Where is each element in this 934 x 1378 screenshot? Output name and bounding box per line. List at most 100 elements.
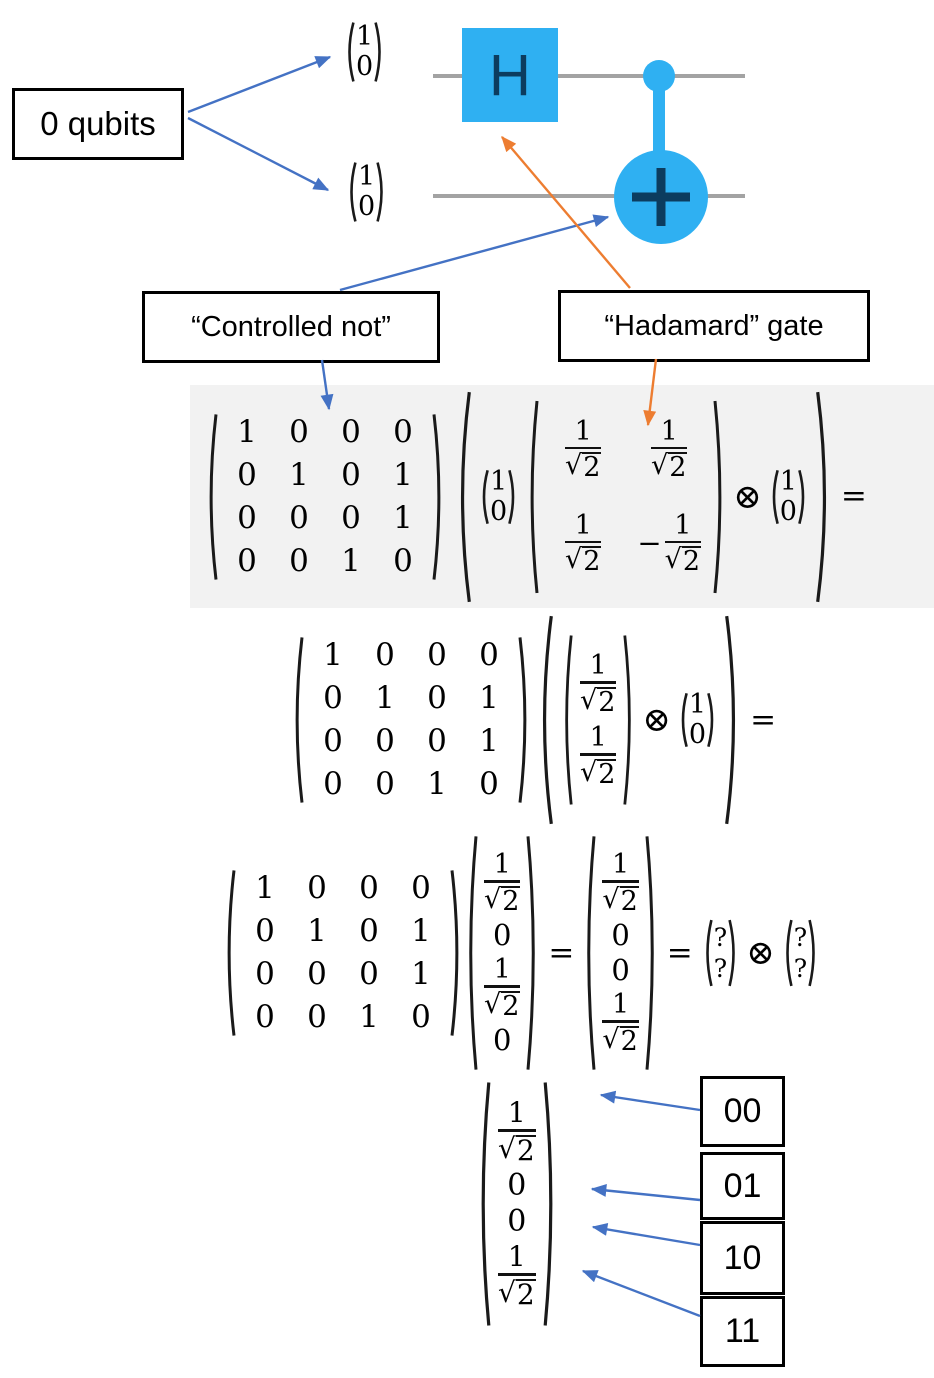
matrix-cell: 0	[307, 870, 327, 906]
vector-entry: 0	[358, 191, 376, 222]
ket0-vector: 1 0	[677, 690, 718, 749]
right-paren	[727, 918, 740, 988]
left-paren	[781, 918, 794, 988]
intermediate-state-vector: 1√2 0 1√2 0	[464, 834, 540, 1072]
matrix-cell: 0	[411, 870, 431, 906]
matrix-cell-fraction: −1√2	[637, 509, 702, 578]
qubit1-ket-vector: 1 0	[343, 20, 386, 84]
vector-entry-fraction: 1√2	[484, 849, 521, 917]
matrix-cell: 0	[359, 913, 379, 949]
vector-entry: 0	[779, 495, 797, 527]
cnot-target-circle	[614, 150, 708, 244]
matrix-cell-fraction: 1√2	[564, 509, 602, 578]
matrix-cell: 1	[479, 723, 499, 759]
vector-entry-fraction: 1√2	[498, 1096, 536, 1167]
matrix-cell: 0	[237, 499, 257, 536]
right-paren	[807, 918, 820, 988]
big-right-paren	[724, 614, 742, 826]
basis-box-01: 01	[700, 1152, 785, 1220]
matrix-cell: 0	[359, 870, 379, 906]
tensor-product-symbol: ⊗	[642, 700, 671, 740]
right-paren	[375, 160, 388, 224]
arrow-11-to-entry4	[581, 1269, 701, 1318]
vector-entry: ?	[713, 922, 728, 952]
arrow-00-to-entry1	[599, 1090, 701, 1112]
hadamard-gate-letter: H	[489, 42, 531, 108]
matrix-cell: 0	[323, 680, 343, 716]
basis-label: 10	[723, 1238, 762, 1277]
basis-box-11: 11	[700, 1296, 785, 1367]
equals-sign: =	[750, 701, 777, 738]
matrix-cell: 0	[393, 413, 413, 450]
ket0-vector: 1 0	[478, 467, 519, 526]
hadamard-result-vector: 1√2 1√2	[560, 632, 636, 808]
vector-entry: 1	[356, 21, 374, 53]
right-paren	[517, 634, 532, 806]
basis-box-10: 10	[700, 1221, 785, 1295]
final-state-vector: 1√2 0 0 1√2	[476, 1078, 558, 1330]
matrix-cell: 0	[289, 542, 309, 579]
left-paren	[525, 397, 540, 597]
basis-label: 11	[724, 1312, 761, 1350]
matrix-cell: 0	[323, 723, 343, 759]
arrow-01-to-entry2	[590, 1183, 701, 1202]
left-paren	[768, 468, 780, 526]
left-paren	[290, 634, 305, 806]
left-paren	[343, 20, 356, 84]
qubit2-ket-vector: 1 0	[345, 160, 388, 224]
matrix-cell: 1	[411, 956, 431, 992]
vector-entry: 0	[507, 1168, 527, 1203]
matrix-cell: 0	[307, 999, 327, 1035]
vector-entry-fraction: 1√2	[602, 989, 639, 1057]
ket0-vector: 1 0	[768, 467, 809, 526]
matrix-cell: 0	[255, 999, 275, 1035]
left-paren	[478, 468, 490, 526]
equals-sign: =	[840, 478, 867, 514]
matrix-cell: 0	[427, 723, 447, 759]
left-paren	[222, 867, 237, 1039]
left-paren	[476, 1080, 492, 1328]
hadamard-label: “Hadamard” gate	[604, 309, 824, 342]
vector-entry: ?	[793, 922, 808, 952]
vector-entry: 1	[490, 465, 508, 497]
tensor-product-symbol: ⊗	[746, 933, 775, 973]
vector-entry: 0	[492, 1022, 512, 1057]
arrow-qubits-to-ket2	[187, 116, 330, 192]
vector-entry-fraction: 1√2	[498, 1240, 536, 1311]
cnot-plus-icon	[656, 168, 666, 226]
matrix-cell: 1	[237, 413, 257, 450]
vector-entry: 0	[490, 495, 508, 527]
vector-entry: ?	[793, 954, 808, 983]
matrix-cell: 0	[427, 680, 447, 716]
vector-entry-fraction: 1√2	[580, 650, 617, 718]
arrow-qubits-to-ket1	[187, 55, 332, 114]
right-paren	[706, 691, 718, 749]
matrix-cell: 0	[375, 723, 395, 759]
matrix-cell: 0	[427, 637, 447, 673]
vector-entry-fraction: 1√2	[580, 722, 617, 790]
matrix-cell: 0	[411, 999, 431, 1035]
big-left-paren	[536, 614, 554, 826]
zero-qubits-label: 0 qubits	[40, 105, 156, 142]
tensor-product-symbol: ⊗	[733, 476, 762, 517]
arrow-hadamardlabel-to-hgate	[501, 136, 631, 289]
left-paren	[582, 834, 597, 1072]
arrow-10-to-entry3	[591, 1222, 701, 1247]
matrix-cell: 0	[289, 413, 309, 450]
matrix-cell: 1	[341, 542, 361, 579]
right-paren	[622, 632, 636, 808]
vector-entry: 0	[492, 918, 512, 952]
matrix-cell: 0	[359, 956, 379, 992]
big-right-paren	[815, 390, 833, 604]
matrix-cell: 0	[375, 766, 395, 802]
left-paren	[560, 632, 574, 808]
unknown-vector: ? ?	[781, 918, 820, 988]
vector-entry: 1	[358, 161, 376, 193]
vector-entry: 0	[611, 953, 630, 987]
big-left-paren	[454, 390, 472, 604]
matrix-cell: 0	[323, 766, 343, 802]
right-paren	[797, 468, 809, 526]
